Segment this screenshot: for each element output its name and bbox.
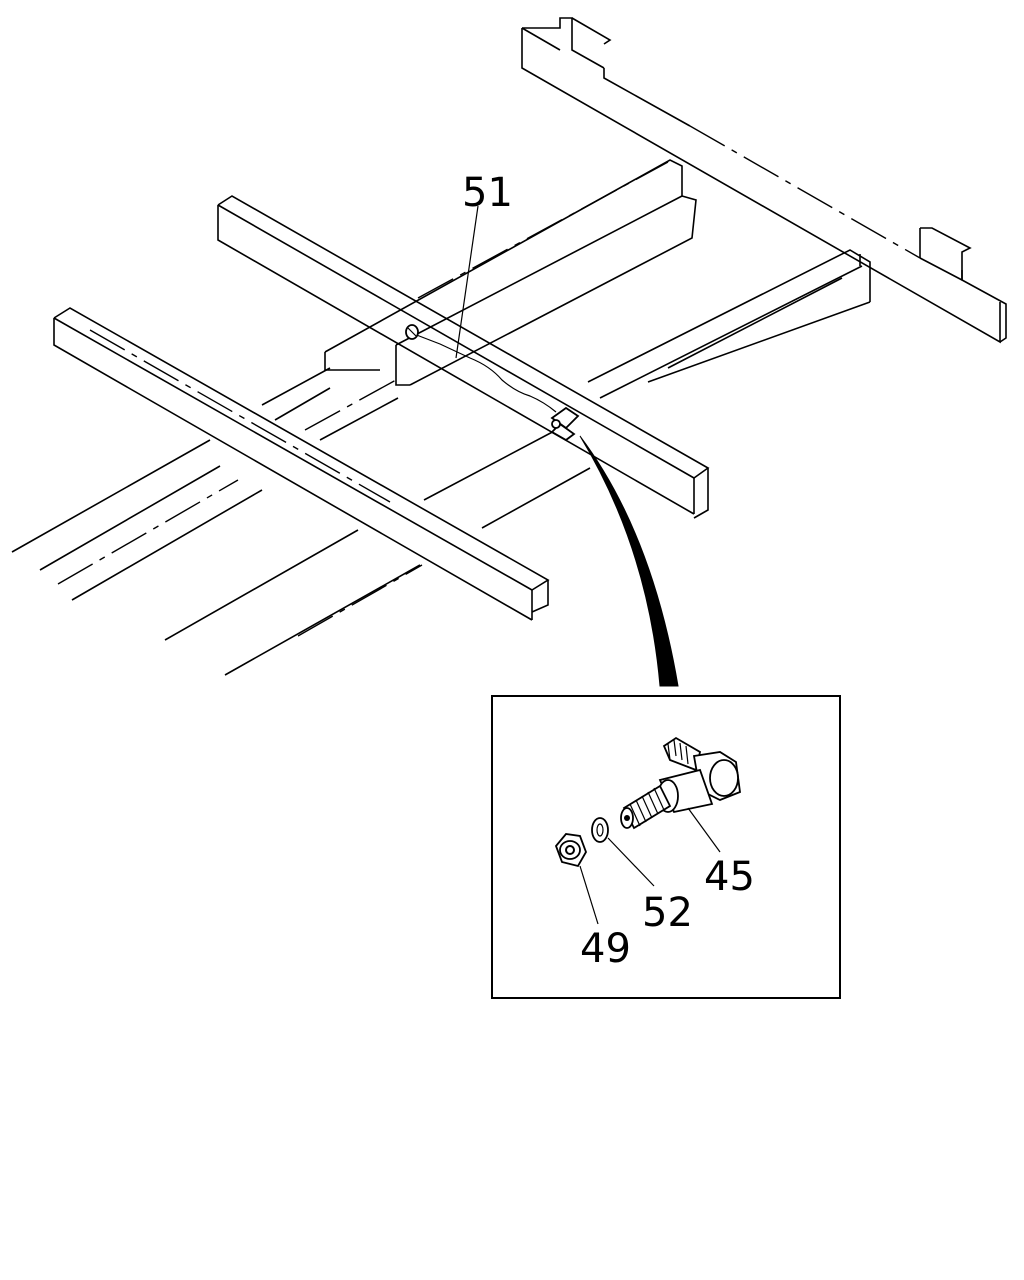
leader-line-51 [455,205,479,359]
side-rails [11,159,871,676]
detail-pointer [579,435,679,687]
leader-line-49 [579,865,599,925]
harness-assembly [405,324,580,442]
leader-line-45 [687,807,721,853]
callout-45: 45 [704,854,755,900]
leader-line-52 [607,837,655,887]
washer-part-52 [591,817,609,843]
rear-crossmember [521,17,1007,344]
callout-49: 49 [580,926,631,972]
callout-51: 51 [462,170,513,216]
fitting-part-45 [620,736,741,830]
nut-part-49 [554,833,587,868]
callout-52: 52 [642,890,693,936]
rail-fitting [550,406,580,442]
front-crossmember [53,307,550,621]
detail-view: 45 52 49 [491,695,841,999]
detail-frame [491,695,841,999]
middle-crossmember [217,195,710,519]
